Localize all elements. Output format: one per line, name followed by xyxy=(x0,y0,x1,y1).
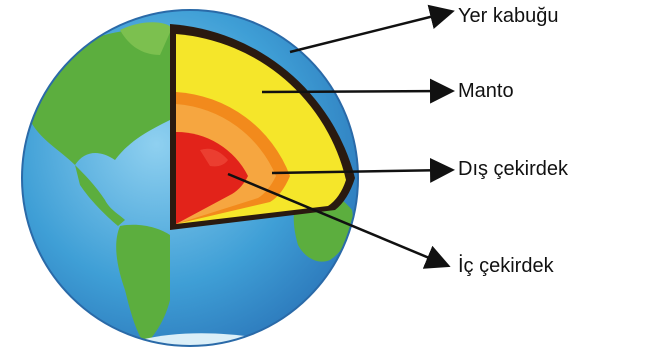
label-crust: Yer kabuğu xyxy=(458,5,558,28)
island xyxy=(329,290,339,303)
label-outer-core: Dış çekirdek xyxy=(458,158,568,181)
label-inner-core: İç çekirdek xyxy=(458,255,554,278)
earth-cutaway xyxy=(170,24,355,230)
label-mantle: Manto xyxy=(458,80,514,103)
arrow-mantle xyxy=(262,91,450,92)
arrow-crust xyxy=(290,12,450,52)
